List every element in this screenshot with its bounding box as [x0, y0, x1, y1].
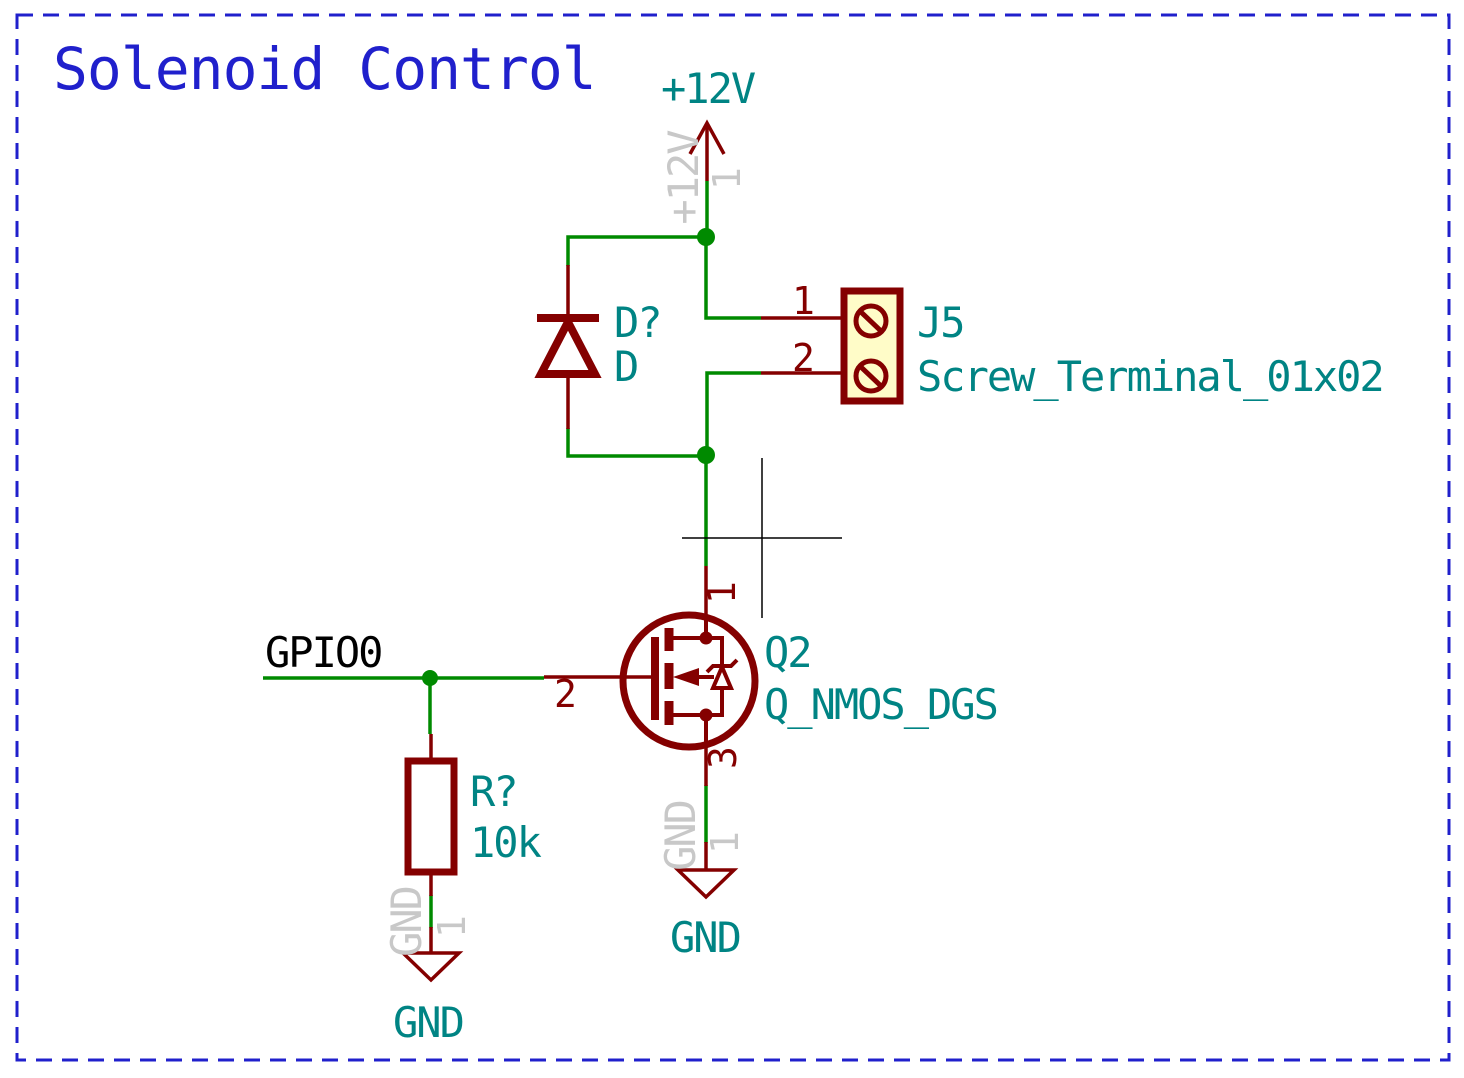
- terminal-pin1-number: 1: [792, 279, 815, 323]
- mosfet-drain-link: [671, 636, 724, 666]
- resistor-value[interactable]: 10k: [470, 818, 542, 867]
- diode-reference[interactable]: D?: [614, 298, 663, 347]
- mosfet-source-dot: [699, 708, 713, 722]
- mosfet-value[interactable]: Q_NMOS_DGS: [764, 680, 999, 729]
- gnd-left-symbol[interactable]: [398, 951, 464, 983]
- mosfet-body-diode-cathode: [705, 658, 739, 674]
- mosfet-arrow-head: [673, 668, 699, 686]
- power-12v-label[interactable]: +12V: [661, 64, 756, 113]
- mosfet-drain-dot: [699, 631, 713, 645]
- mosfet-source-link: [671, 688, 724, 717]
- mosfet-body-circle[interactable]: [619, 611, 759, 751]
- gnd-left-label[interactable]: GND: [393, 998, 465, 1047]
- junction-dot[interactable]: [422, 670, 438, 686]
- terminal-value[interactable]: Screw_Terminal_01x02: [917, 352, 1385, 401]
- power-12v-hidden-pin-number: 1: [705, 168, 749, 190]
- screw-icon: [853, 358, 889, 394]
- gnd-right-hidden-pin-name: GND: [656, 801, 705, 871]
- resistor-symbol[interactable]: [404, 757, 458, 876]
- page-border: [15, 13, 1451, 1062]
- wire-group[interactable]: [263, 181, 761, 928]
- terminal-body[interactable]: [840, 287, 904, 405]
- power-12v-symbol[interactable]: [688, 119, 726, 181]
- mosfet-pin-source-number: 3: [701, 747, 745, 769]
- wire[interactable]: [566, 235, 706, 266]
- crosshair-cursor: [682, 458, 842, 618]
- junction-dot[interactable]: [697, 446, 715, 464]
- gnd-left-hidden-pin-name: GND: [382, 887, 431, 957]
- pin-group[interactable]: [429, 265, 844, 953]
- gnd-left-hidden-pin-number: 1: [430, 916, 474, 938]
- mosfet-pin-drain-number: 1: [700, 582, 744, 604]
- diode-triangle[interactable]: [534, 313, 602, 378]
- mosfet-pin-gate-number: 2: [554, 672, 577, 716]
- wire[interactable]: [704, 237, 761, 320]
- terminal-symbol[interactable]: [840, 287, 904, 405]
- screw-icon: [853, 303, 889, 339]
- net-label-gpio0[interactable]: GPIO0: [265, 628, 383, 677]
- diode-symbol[interactable]: [534, 313, 602, 378]
- diode-value[interactable]: D: [614, 342, 639, 391]
- mosfet-body-diode-triangle: [709, 661, 735, 690]
- mosfet-reference[interactable]: Q2: [764, 628, 813, 677]
- gnd-right-hidden-pin-number: 1: [703, 832, 747, 854]
- mosfet-symbol[interactable]: [619, 611, 759, 751]
- junction-dot[interactable]: [697, 228, 715, 246]
- gnd-right-label[interactable]: GND: [670, 913, 742, 962]
- screw-slot-icon: [859, 365, 883, 388]
- sheet-title[interactable]: Solenoid Control: [53, 35, 597, 103]
- resistor-reference[interactable]: R?: [470, 767, 519, 816]
- terminal-pin2-number: 2: [792, 336, 815, 380]
- power-12v-hidden-pin-name: +12V: [659, 131, 708, 225]
- wire[interactable]: [566, 428, 706, 458]
- terminal-reference[interactable]: J5: [917, 298, 966, 347]
- gnd-right-symbol[interactable]: [673, 868, 739, 900]
- wire[interactable]: [705, 371, 761, 455]
- power-arrow-head[interactable]: [688, 119, 726, 155]
- screw-slot-icon: [859, 310, 883, 333]
